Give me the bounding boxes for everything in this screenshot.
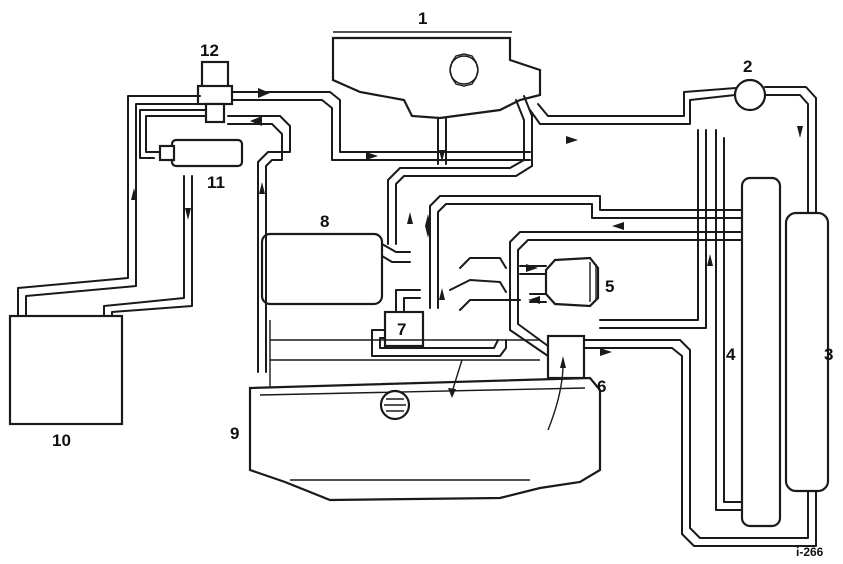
label-7: 7 (397, 320, 406, 339)
fitting-6 (546, 334, 586, 380)
reservoir-8 (260, 232, 384, 306)
label-1: 1 (418, 9, 427, 28)
radiator-4 (740, 176, 782, 528)
heater-valve-11 (158, 138, 244, 168)
label-10: 10 (52, 431, 71, 450)
label-5: 5 (605, 277, 614, 296)
figure-reference: i-266 (796, 545, 824, 559)
label-12: 12 (200, 41, 219, 60)
flow-arrows (131, 88, 803, 431)
control-valve-12 (196, 60, 234, 124)
coolant-pump-2 (733, 78, 767, 112)
expansion-tank (331, 36, 542, 120)
label-11: 11 (207, 173, 225, 192)
label-3: 3 (824, 345, 833, 364)
label-9: 9 (230, 424, 239, 443)
hoses (17, 86, 817, 547)
radiator-3 (784, 211, 830, 493)
label-4: 4 (726, 345, 736, 364)
label-6: 6 (597, 377, 606, 396)
heater-10 (8, 314, 124, 426)
engine-block-9 (248, 320, 602, 502)
thermostat-housing-5 (544, 256, 600, 308)
label-2: 2 (743, 57, 752, 76)
label-8: 8 (320, 212, 329, 231)
